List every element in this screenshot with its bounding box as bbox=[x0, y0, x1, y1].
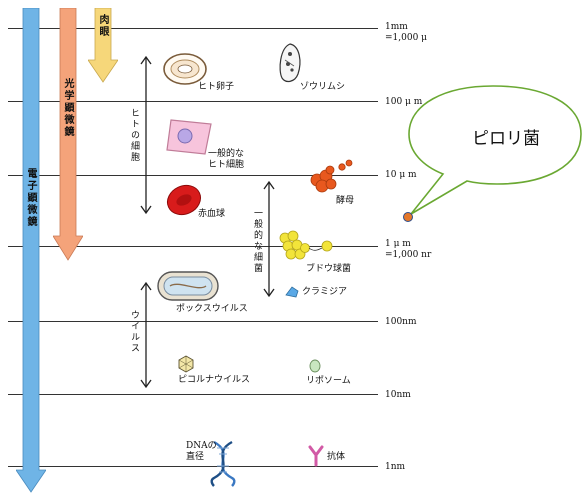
general-human-cell-label: 一般的な ヒト細胞 bbox=[208, 149, 245, 170]
human-egg-label: ヒト卵子 bbox=[198, 82, 235, 92]
paramecium-icon bbox=[279, 43, 301, 83]
scale-label-10nm: 10nm bbox=[385, 390, 411, 400]
red-blood-cell-label: 赤血球 bbox=[198, 209, 226, 219]
liposome-icon bbox=[309, 359, 321, 373]
optical-microscope-arrow bbox=[53, 8, 83, 261]
pylori-dot-icon bbox=[403, 212, 413, 222]
viruses-range-arrow bbox=[140, 281, 152, 389]
chlamydia-label: クラミジア bbox=[302, 287, 348, 297]
human-egg-icon bbox=[163, 53, 207, 85]
staphylococcus-label: ブドウ球菌 bbox=[306, 264, 352, 274]
pylori-callout-bubble bbox=[408, 85, 582, 215]
yeast-icon bbox=[310, 159, 353, 193]
picornavirus-icon bbox=[178, 355, 194, 373]
yeast-label: 酵母 bbox=[336, 196, 355, 206]
general-bacteria-range-arrow bbox=[263, 180, 275, 298]
liposome-label: リポソーム bbox=[306, 376, 351, 386]
general-human-cell-icon bbox=[166, 119, 212, 155]
antibody-label: 抗体 bbox=[327, 452, 346, 462]
scale-label-100nm: 100nm bbox=[385, 317, 417, 327]
antibody-icon bbox=[308, 445, 324, 467]
scale-line-1nm bbox=[8, 466, 378, 467]
paramecium-label: ゾウリムシ bbox=[300, 82, 346, 92]
scale-label-1nm: 1nm bbox=[385, 462, 406, 472]
scale-label-10um: 10 μ m bbox=[385, 170, 417, 180]
staphylococcus-icon bbox=[279, 230, 333, 260]
electron-microscope-arrow bbox=[16, 8, 46, 493]
poxvirus-label: ポックスウイルス bbox=[176, 304, 248, 314]
general-bacteria-range-label: 一般的な細菌 bbox=[252, 208, 262, 274]
scale-label-100um: 100 μ m bbox=[385, 97, 423, 107]
scale-label-1um-equivalent: =1,000 nr bbox=[385, 250, 432, 260]
poxvirus-icon bbox=[157, 271, 219, 301]
picornavirus-label: ピコルナウイルス bbox=[178, 375, 251, 385]
scale-label-1um: 1 μ m bbox=[385, 239, 411, 249]
human-cells-range-label: ヒトの細胞 bbox=[129, 108, 139, 163]
scale-label-1mm-equivalent: =1,000 μ bbox=[385, 33, 428, 43]
viruses-range-label: ウイルス bbox=[129, 310, 139, 354]
scale-line-10nm bbox=[8, 394, 378, 395]
dna-diameter-label: DNAの 直径 bbox=[186, 441, 217, 462]
pylori-callout-text: ピロリ菌 bbox=[472, 129, 540, 149]
scale-line-100nm bbox=[8, 321, 378, 322]
scale-line-1um bbox=[8, 246, 378, 247]
scale-label-1mm: 1mm bbox=[385, 22, 408, 32]
electron-microscope-label: 電子顕微鏡 bbox=[25, 168, 36, 228]
chlamydia-icon bbox=[285, 286, 299, 298]
naked-eye-arrow bbox=[88, 8, 118, 83]
scale-line-10um bbox=[8, 175, 378, 176]
human-cells-range-arrow bbox=[140, 55, 152, 215]
scale-line-1mm bbox=[8, 28, 378, 29]
naked-eye-label: 肉眼 bbox=[97, 14, 108, 38]
scale-line-100um bbox=[8, 101, 378, 102]
red-blood-cell-icon bbox=[166, 184, 202, 216]
optical-microscope-label: 光学顕微鏡 bbox=[62, 78, 73, 138]
dna-icon bbox=[210, 440, 236, 487]
